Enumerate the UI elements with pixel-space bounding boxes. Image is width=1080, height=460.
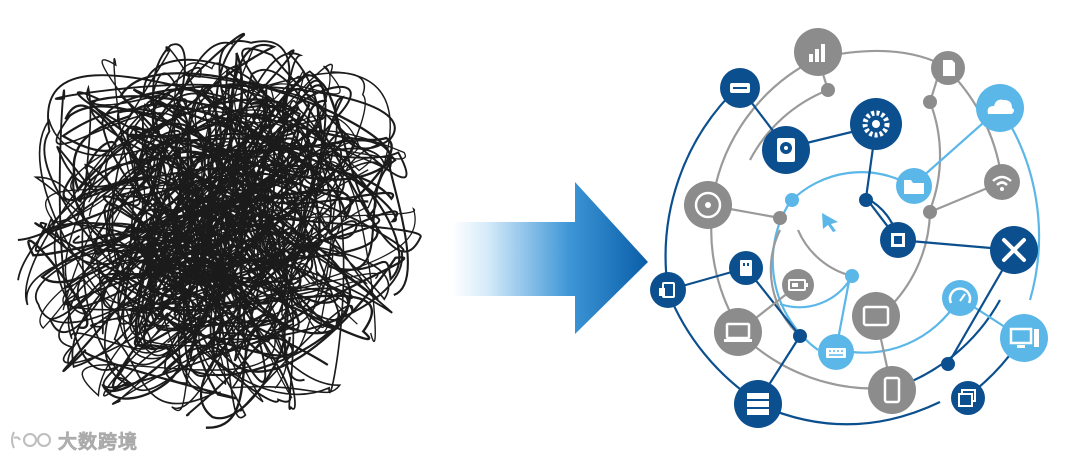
- watermark-logo-icon: [11, 431, 51, 449]
- folder-icon: [896, 168, 932, 204]
- scribble-stroke: [136, 102, 311, 417]
- disc-icon: [684, 181, 732, 229]
- watermark-text: 大数跨境: [58, 430, 139, 453]
- scribble-stroke: [108, 66, 254, 307]
- document-icon: [650, 272, 686, 308]
- laptop-icon: [714, 308, 762, 356]
- chip-icon: [880, 222, 916, 258]
- cloud-wifi-icon: [976, 84, 1024, 132]
- scribble-stroke: [64, 46, 354, 412]
- scribble-stroke: [158, 65, 372, 399]
- wifi-icon: [984, 164, 1020, 200]
- desktop-computer-icon: [1000, 314, 1048, 362]
- cursor-icon: [810, 202, 850, 242]
- scribble-stroke: [158, 100, 409, 362]
- server-icon: [734, 380, 782, 428]
- scribble-stroke: [71, 52, 342, 369]
- flash-drive-icon: [729, 251, 763, 285]
- signal-bars-icon: [794, 28, 842, 76]
- windows-icon: [951, 381, 985, 415]
- scribble-stroke: [27, 98, 374, 341]
- scribble-stroke: [24, 67, 390, 330]
- tablet-icon: [852, 292, 900, 340]
- tools-icon: [990, 226, 1038, 274]
- router-icon: [720, 68, 760, 108]
- scribble-stroke: [81, 72, 387, 387]
- speedometer-icon: [942, 280, 978, 316]
- smartphone-icon: [868, 366, 916, 414]
- watermark: 大数跨境: [8, 426, 138, 454]
- tangled-scribble: [17, 32, 422, 429]
- battery-icon: [782, 269, 814, 301]
- hard-drive-icon: [762, 126, 810, 174]
- network-junctions: [773, 83, 955, 371]
- scribble-stroke: [34, 40, 323, 331]
- keyboard-icon: [818, 334, 854, 370]
- sd-card-icon: [931, 51, 965, 85]
- scribble-stroke: [58, 100, 345, 396]
- settings-gear-icon: [850, 98, 902, 150]
